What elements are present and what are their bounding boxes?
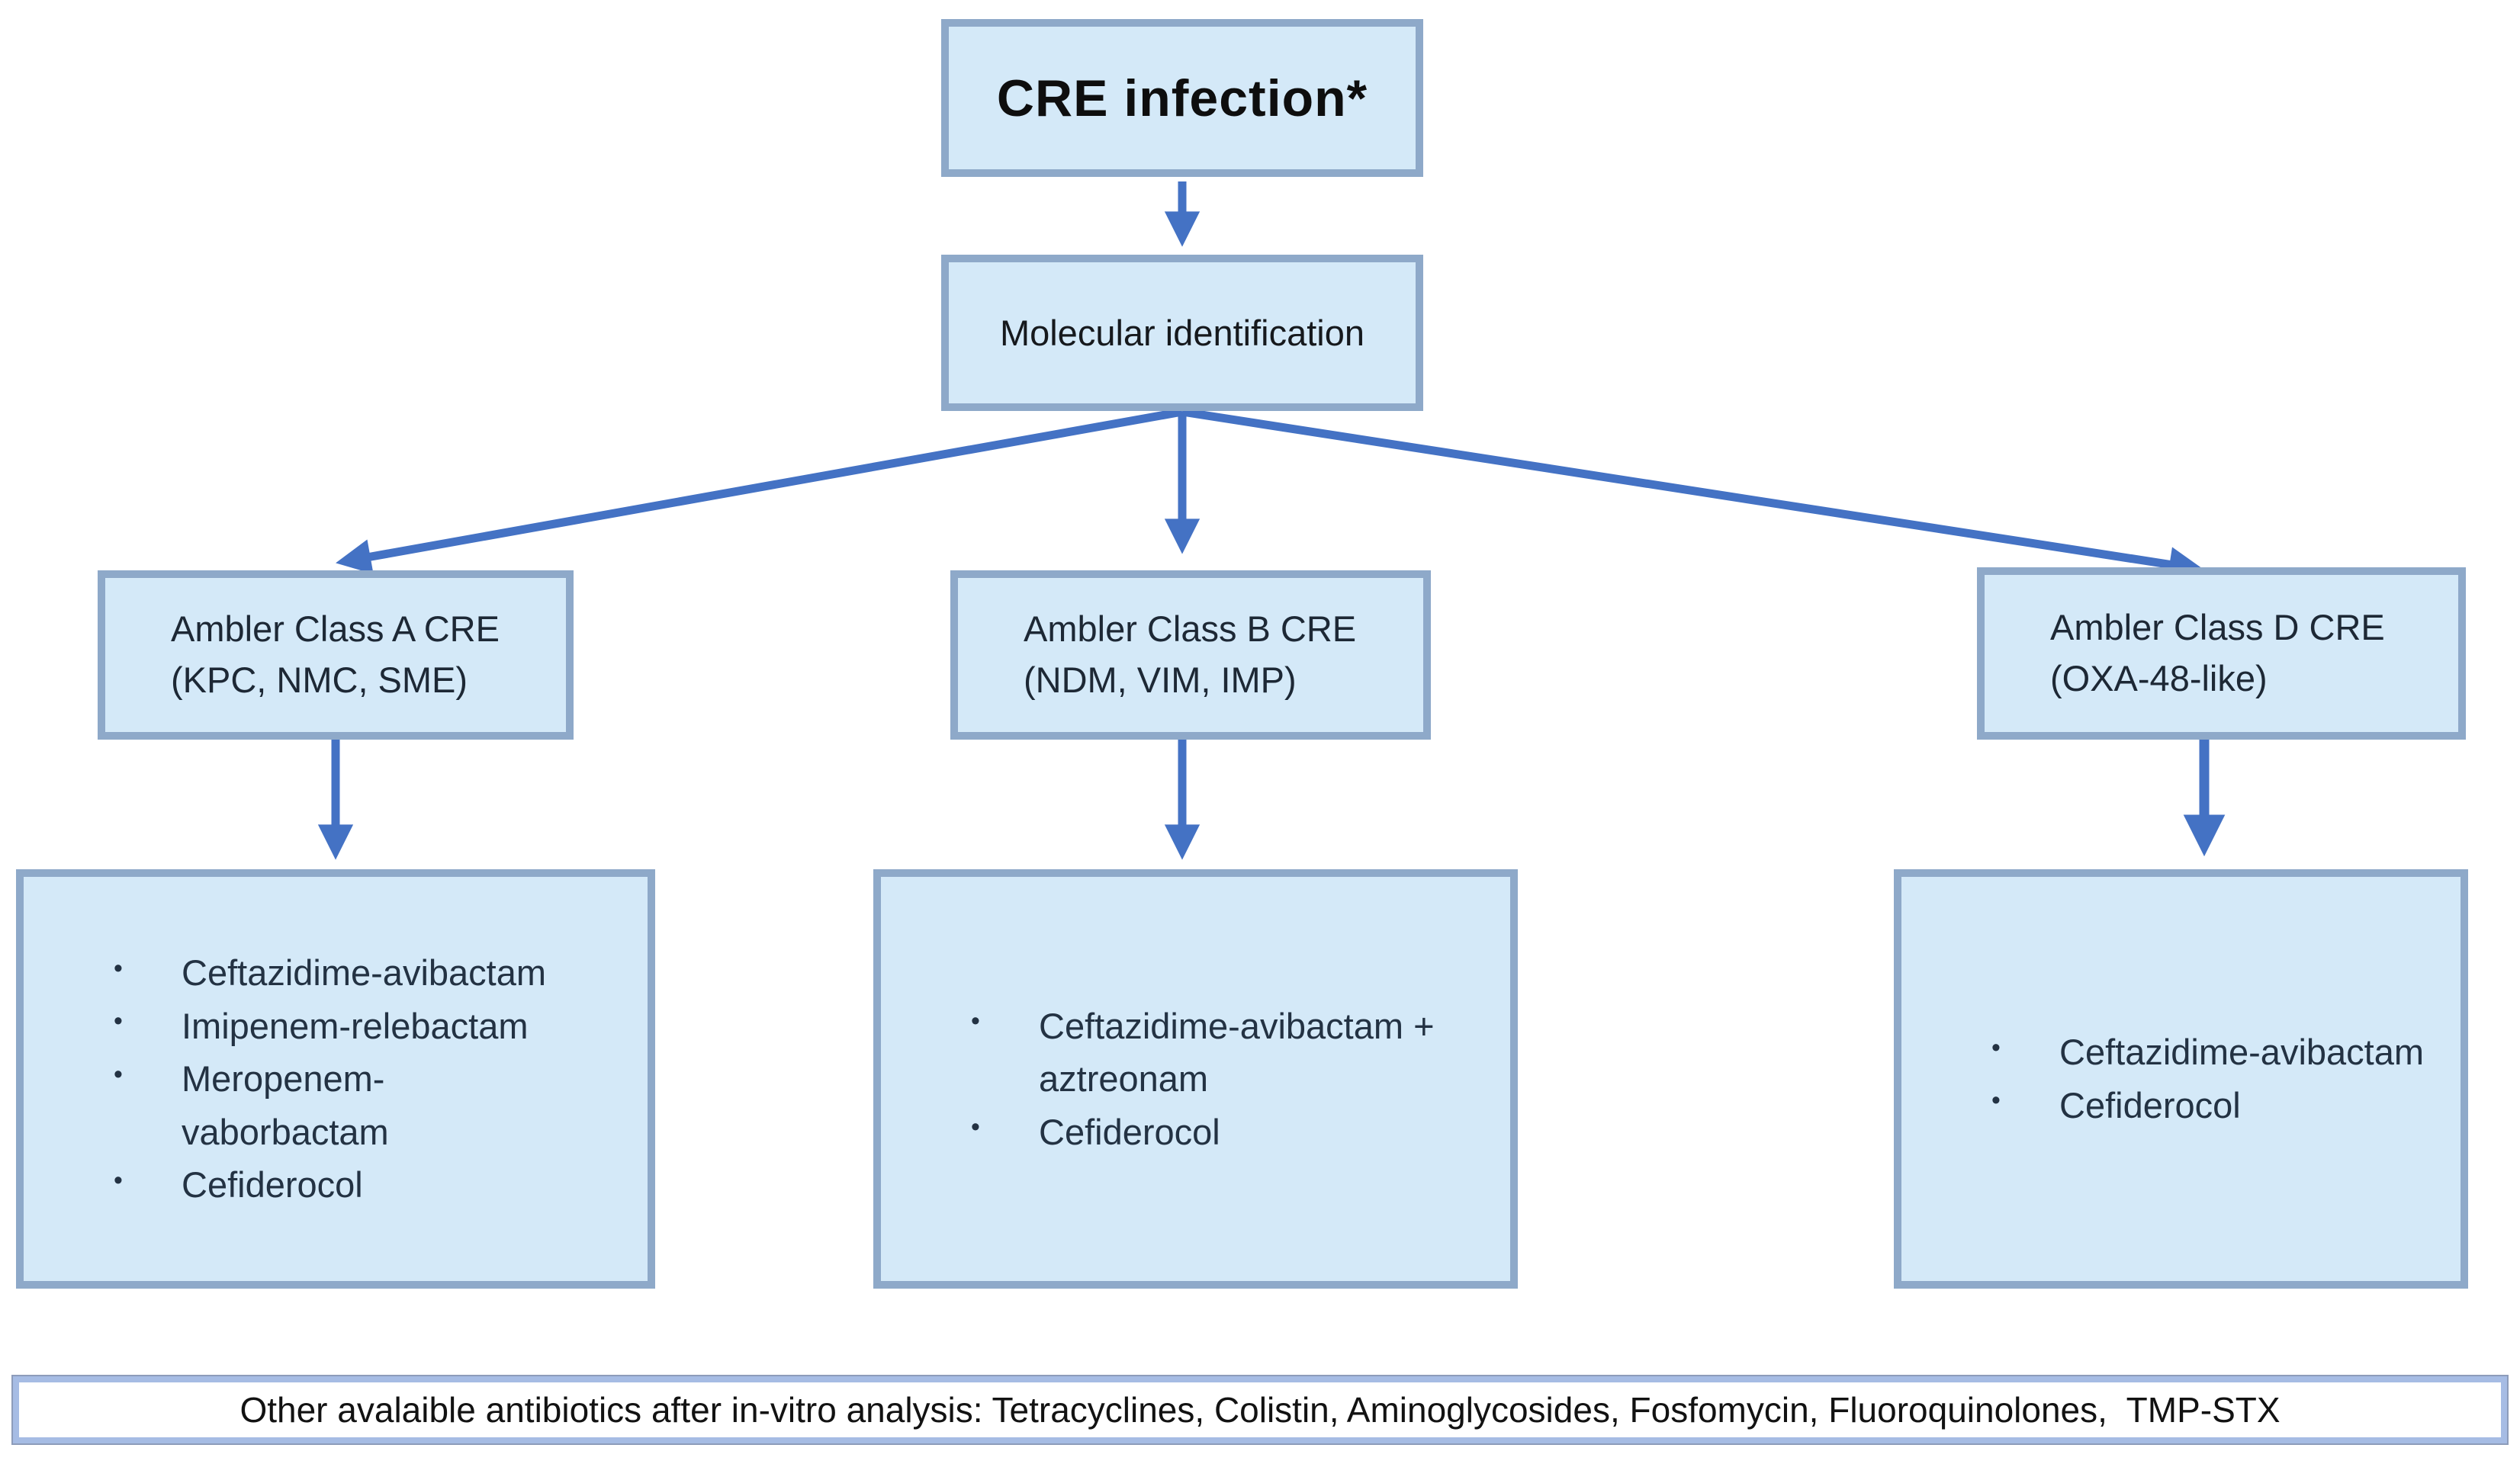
- class-d-treatments-list: Ceftazidime-avibactam Cefiderocol: [1901, 1026, 2447, 1132]
- class-d-box: Ambler Class D CRE (OXA-48-like): [1977, 567, 2466, 740]
- cre-infection-box: CRE infection*: [941, 19, 1423, 177]
- class-b-box: Ambler Class B CRE (NDM, VIM, IMP): [950, 570, 1431, 740]
- molecular-identification-label: Molecular identification: [999, 313, 1365, 353]
- treatment-item: Cefiderocol: [966, 1106, 1435, 1159]
- class-b-treatments-box: Ceftazidime-avibactam + aztreonam Cefide…: [873, 869, 1518, 1289]
- class-d-label: Ambler Class D CRE (OXA-48-like): [2050, 607, 2385, 698]
- class-b-treatments-list: Ceftazidime-avibactam + aztreonam Cefide…: [881, 1000, 1458, 1159]
- class-a-treatments-box: Ceftazidime-avibactam Imipenem-relebacta…: [16, 869, 655, 1289]
- treatment-item: Cefiderocol: [109, 1158, 546, 1212]
- treatment-item: Ceftazidime-avibactam + aztreonam: [966, 1000, 1435, 1106]
- class-b-label: Ambler Class B CRE (NDM, VIM, IMP): [1024, 608, 1357, 700]
- treatment-item: Imipenem-relebactam: [109, 1000, 546, 1053]
- footer-note-text: Other avalaible antibiotics after in-vit…: [239, 1390, 2281, 1430]
- arrow-molecular-to-class-a: [336, 407, 1183, 574]
- class-a-box: Ambler Class A CRE (KPC, NMC, SME): [98, 570, 574, 740]
- arrow-molecular-to-class-d: [1181, 407, 2205, 583]
- treatment-item: Meropenem- vaborbactam: [109, 1052, 546, 1158]
- class-d-treatments-box: Ceftazidime-avibactam Cefiderocol: [1894, 869, 2468, 1289]
- class-a-treatments-list: Ceftazidime-avibactam Imipenem-relebacta…: [24, 946, 569, 1212]
- treatment-item: Cefiderocol: [1987, 1079, 2424, 1132]
- footer-note-bar: Other avalaible antibiotics after in-vit…: [13, 1376, 2507, 1443]
- class-a-label: Ambler Class A CRE (KPC, NMC, SME): [171, 608, 500, 700]
- treatment-item: Ceftazidime-avibactam: [1987, 1026, 2424, 1079]
- molecular-identification-box: Molecular identification: [941, 255, 1423, 411]
- treatment-item: Ceftazidime-avibactam: [109, 946, 546, 1000]
- cre-infection-label: CRE infection*: [996, 69, 1368, 127]
